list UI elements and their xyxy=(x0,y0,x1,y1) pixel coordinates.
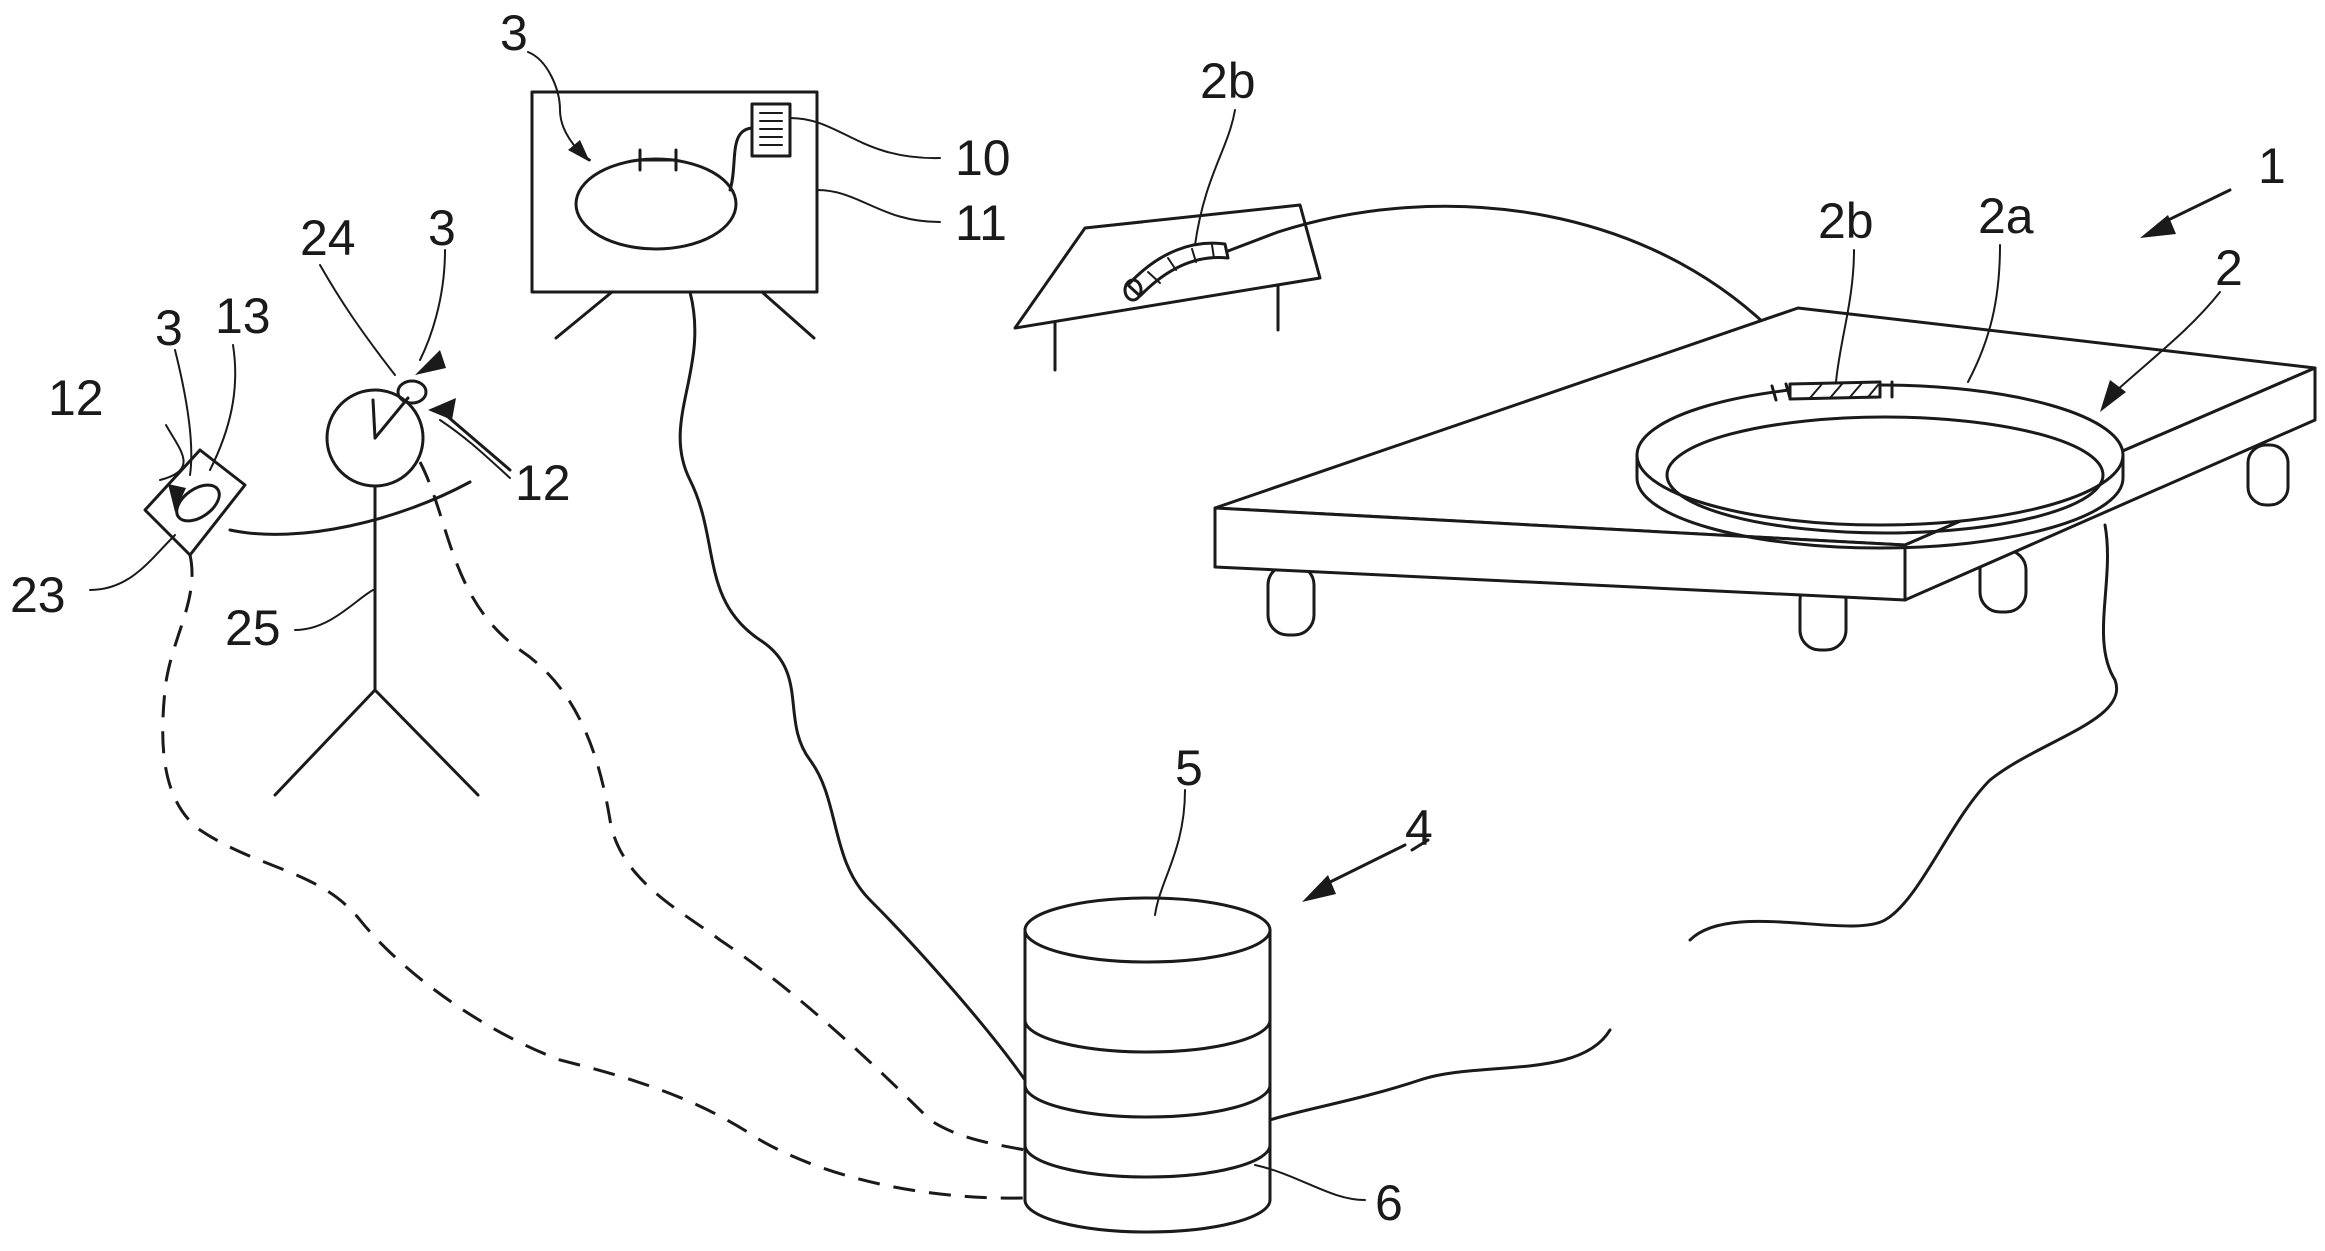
label-data-phone: 3 xyxy=(155,300,183,356)
arrow-12-head xyxy=(428,398,456,420)
cable-table-upper xyxy=(1688,523,2119,942)
label-phone-image: 23 xyxy=(10,567,66,623)
leader-11 xyxy=(816,189,941,223)
label-system: 1 xyxy=(2258,138,2286,194)
label-doc-icon: 10 xyxy=(955,130,1011,186)
head-display-icon xyxy=(396,379,428,405)
label-phone: 13 xyxy=(215,288,271,344)
leader-5 xyxy=(1154,789,1186,916)
cable-monitor xyxy=(678,290,1027,1082)
leader-2b-bench xyxy=(1194,109,1236,246)
arrow-3-phone xyxy=(168,484,186,512)
leader-12-phone xyxy=(159,424,185,481)
leader-6 xyxy=(1254,1164,1366,1201)
label-monitor: 11 xyxy=(955,195,1007,251)
dashed-link-phone xyxy=(161,554,1026,1200)
leader-24 xyxy=(319,264,396,376)
label-data-head: 3 xyxy=(428,200,456,256)
label-storage-top: 5 xyxy=(1175,740,1203,796)
label-storage-bottom: 6 xyxy=(1375,1175,1403,1231)
label-segment-bench: 2b xyxy=(1200,53,1256,109)
ring-assembly xyxy=(1635,380,2125,550)
phone xyxy=(143,448,247,557)
database xyxy=(1023,896,1272,1234)
arrow-3-monitor xyxy=(568,140,590,162)
leader-2b-ring xyxy=(1835,249,1855,383)
label-person: 25 xyxy=(225,600,281,656)
leader-12-head xyxy=(439,419,511,479)
leader-3-head xyxy=(419,249,446,361)
leader-25 xyxy=(294,589,374,631)
label-link-head: 12 xyxy=(515,455,571,511)
ring-segment xyxy=(1788,380,1882,401)
document-icon xyxy=(750,102,792,158)
label-ring-part: 2a xyxy=(1978,188,2034,244)
dashed-link-head xyxy=(418,461,1026,1152)
leader-10 xyxy=(789,117,941,160)
label-storage: 4 xyxy=(1405,800,1433,856)
bench xyxy=(1013,203,1322,372)
transfer-arrow xyxy=(1276,204,1797,357)
label-segment-ring: 2b xyxy=(1818,193,1874,249)
cable-table-lower xyxy=(1268,1028,1612,1122)
segment-part-icon xyxy=(1126,241,1230,298)
leader-13 xyxy=(209,344,237,471)
leader-2a xyxy=(1967,244,2001,383)
label-ring: 2 xyxy=(2215,240,2243,296)
monitor xyxy=(530,90,819,340)
arrow-3-head xyxy=(415,350,446,375)
arm-line xyxy=(228,480,472,536)
leader-3-phone xyxy=(174,349,193,476)
person xyxy=(228,379,480,797)
leader-23 xyxy=(89,534,176,591)
label-link-phone: 12 xyxy=(48,370,104,426)
label-data-monitor: 3 xyxy=(500,5,528,61)
label-head-display: 24 xyxy=(300,210,356,266)
screen-ring-ellipse xyxy=(574,157,738,251)
